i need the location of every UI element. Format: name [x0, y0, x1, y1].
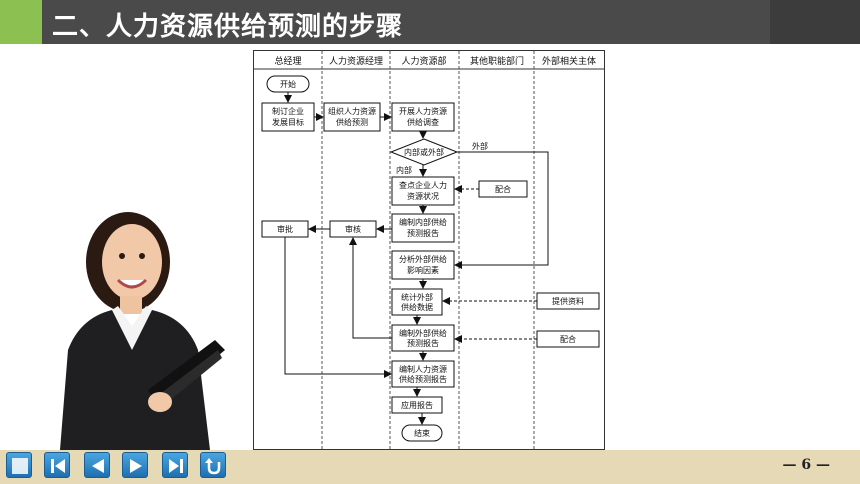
node-org-line1: 组织人力资源 [328, 106, 376, 116]
node-stats-line1: 统计外部 [401, 292, 433, 302]
flowchart-diagram: 总经理 人力资源经理 人力资源部 其他职能部门 外部相关主体 [253, 50, 605, 450]
node-approve: 审批 [277, 224, 293, 234]
node-goal-line2: 发展目标 [272, 117, 304, 127]
node-cooperate-ext: 配合 [560, 334, 576, 344]
node-analyze-line2: 影响因素 [407, 265, 439, 275]
node-cooperate-dept: 配合 [495, 184, 511, 194]
node-stats-line2: 供给数据 [401, 302, 433, 312]
node-end: 结束 [414, 428, 430, 438]
businesswoman-illustration [40, 200, 230, 450]
square-icon [12, 458, 28, 474]
skip-first-icon [51, 459, 65, 473]
nav-first-button[interactable] [44, 452, 70, 478]
node-internal-line2: 预测报告 [407, 228, 439, 238]
node-external-line2: 预测报告 [407, 338, 439, 348]
return-arrow-icon [205, 458, 221, 475]
node-apply: 应用报告 [401, 400, 433, 410]
triangle-right-icon [130, 459, 142, 473]
node-review: 审核 [345, 224, 361, 234]
lane-hr-manager: 人力资源经理 [329, 55, 383, 67]
node-final-line2: 供给预测报告 [399, 374, 447, 384]
node-final-line1: 编制人力资源 [399, 364, 447, 374]
skip-last-icon [169, 459, 183, 473]
node-survey-line2: 供给调查 [407, 117, 439, 127]
edge-label-internal: 内部 [396, 165, 412, 175]
node-start: 开始 [280, 79, 296, 89]
header-accent [0, 0, 42, 44]
edge-label-external: 外部 [472, 141, 488, 151]
nav-prev-button[interactable] [84, 452, 110, 478]
lane-other-dept: 其他职能部门 [470, 55, 524, 67]
node-decision: 内部或外部 [404, 147, 444, 157]
node-analyze-line1: 分析外部供给 [399, 254, 447, 264]
node-goal-line1: 制订企业 [272, 106, 304, 116]
nav-last-button[interactable] [162, 452, 188, 478]
node-inventory-line2: 资源状况 [407, 191, 439, 201]
node-external-line1: 编制外部供给 [399, 328, 447, 338]
node-inventory-line1: 查点企业人力 [399, 180, 447, 190]
nav-return-button[interactable] [200, 452, 226, 478]
lane-hr-dept: 人力资源部 [401, 55, 446, 67]
nav-home-button[interactable] [6, 452, 32, 478]
node-provide-data: 提供资料 [552, 296, 584, 306]
node-survey-line1: 开展人力资源 [399, 106, 447, 116]
lane-gm: 总经理 [274, 55, 301, 67]
lane-external: 外部相关主体 [542, 55, 596, 67]
node-internal-line1: 编制内部供给 [399, 217, 447, 227]
header-bar: 二、人力资源供给预测的步骤 [0, 0, 860, 44]
page-number: — 6 — [782, 457, 831, 473]
triangle-left-icon [92, 459, 104, 473]
nav-next-button[interactable] [122, 452, 148, 478]
header-tail [770, 0, 860, 44]
node-org-line2: 供给预测 [336, 117, 368, 127]
page-title: 二、人力资源供给预测的步骤 [52, 12, 404, 42]
